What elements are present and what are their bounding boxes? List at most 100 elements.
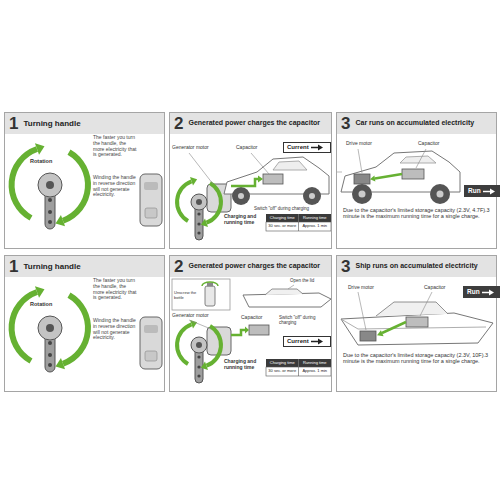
time-table-grid: [266, 359, 331, 376]
current-indicator: Current: [283, 336, 331, 347]
note-text: Due to the capacitor's limited storage c…: [343, 207, 495, 220]
car-charging-illustration: [189, 153, 213, 184]
note-text: The faster you turn the handle, the more…: [93, 278, 137, 301]
rotation-label: Rotation: [30, 158, 56, 164]
time-table-grid: [266, 214, 331, 231]
instruction-text: Open the lid: [290, 278, 330, 283]
car-running-illustration: [430, 184, 450, 204]
step-title: Turning handle: [23, 119, 80, 128]
direction-arrow: [490, 188, 495, 194]
current-text: Current: [287, 338, 309, 345]
step-panel: 3 Car runs on accumulated electricityRun: [336, 112, 497, 249]
table-caption: Charging and running time: [224, 359, 265, 371]
table-cell: Approx. 1 min: [299, 224, 332, 229]
step-number: 1: [9, 115, 18, 132]
time-table-grid: [266, 214, 331, 222]
table-cell: 30 sec. or more: [266, 369, 299, 374]
step-number: 2: [174, 258, 183, 275]
car-charging-illustration: [238, 193, 244, 199]
direction-arrow: [483, 188, 495, 195]
time-table-grid: [266, 222, 331, 231]
rotation-label: Rotation: [30, 301, 56, 307]
car-charging-illustration: [263, 174, 283, 184]
car-running-illustration: [375, 174, 402, 179]
step-panel: 2 Generated power charges the capacitorCu…: [169, 112, 332, 249]
step-header: 2 Generated power charges the capacitor: [170, 113, 331, 134]
car-charging-illustration: [309, 193, 315, 199]
car-charging-illustration: [231, 179, 259, 186]
car-charging-illustration: [232, 187, 250, 205]
ship-running-illustration: [341, 313, 493, 345]
step-header: 1 Turning handle: [5, 256, 164, 277]
ship-charging-illustration: [202, 282, 218, 286]
ship-charging-illustration: [172, 279, 230, 310]
current-indicator: Current: [283, 142, 331, 153]
car-running-illustration: [402, 169, 424, 179]
part-label: Generator motor: [172, 313, 212, 319]
step-panel: 3 Ship runs on accumulated electricityRun: [336, 255, 497, 392]
direction-arrow: [482, 289, 494, 296]
step-panel: 1 Turning handle: [4, 255, 165, 392]
run-badge: Run: [463, 286, 500, 298]
ship-charging-illustration: [207, 283, 213, 287]
step-title: Generated power charges the capacitor: [188, 262, 320, 270]
ship-running-illustration: [377, 330, 384, 336]
direction-arrow: [311, 144, 323, 151]
ship-charging-illustration: [172, 279, 331, 383]
time-table-grid: [298, 359, 299, 367]
ship-running-illustration: [358, 292, 366, 330]
part-label: Generator motor: [172, 145, 212, 151]
step-title: Generated power charges the capacitor: [188, 119, 320, 127]
instruction-text: Unscrew the bottle: [174, 291, 202, 300]
step-number: 3: [341, 258, 350, 275]
current-text: Current: [287, 144, 309, 151]
run-text: Run: [468, 187, 481, 194]
step-number: 2: [174, 115, 183, 132]
direction-arrow: [318, 145, 323, 151]
car-running-illustration: [359, 191, 366, 198]
car-charging-illustration: [251, 153, 269, 174]
direction-arrow: [489, 289, 494, 295]
crank-illustration: [177, 177, 231, 240]
note-text: Due to the capacitor's limited storage c…: [343, 352, 495, 365]
car-running-illustration: [437, 191, 444, 198]
time-table-grid: [298, 222, 299, 231]
car-running-illustration: [416, 149, 426, 168]
crank-illustration: [12, 286, 162, 372]
car-running-illustration: [358, 149, 362, 173]
time-table-grid: [266, 367, 331, 376]
direction-arrow: [318, 339, 323, 345]
direction-arrow: [311, 338, 323, 345]
ship-running-illustration: [420, 292, 432, 316]
step-title: Ship runs on accumulated electricity: [355, 262, 477, 270]
step-header: 2 Generated power charges the capacitor: [170, 256, 331, 277]
direction-arrow: [482, 291, 490, 293]
step-title: Turning handle: [23, 262, 80, 271]
table-cell: Running time: [299, 216, 332, 221]
crank-illustration: [177, 320, 231, 383]
car-charging-illustration: [258, 176, 263, 183]
ship-charging-illustration: [245, 327, 249, 334]
table-cell: Charging time: [266, 216, 299, 221]
part-label: Capacitor: [424, 285, 458, 291]
step-header: 3 Car runs on accumulated electricity: [337, 113, 496, 134]
step-number: 3: [341, 115, 350, 132]
step-number: 1: [9, 258, 18, 275]
step-panel: 1 Turning handle: [4, 112, 165, 249]
note-text: Winding the handle in reverse direction …: [93, 175, 137, 198]
ship-charging-illustration: [231, 330, 245, 335]
time-table-grid: [266, 359, 331, 367]
instruction-text: Switch "off" during charging: [279, 315, 332, 325]
car-running-illustration: [370, 176, 375, 182]
car-charging-illustration: [303, 187, 321, 205]
ship-running-illustration: [341, 292, 493, 345]
ship-running-illustration: [382, 322, 406, 333]
time-table-grid: [298, 367, 299, 376]
ship-running-illustration: [376, 302, 448, 316]
ship-charging-illustration: [288, 285, 294, 289]
part-label: Capacitor: [241, 315, 271, 321]
part-label: Capacitor: [418, 141, 452, 147]
step-title: Car runs on accumulated electricity: [355, 119, 474, 127]
